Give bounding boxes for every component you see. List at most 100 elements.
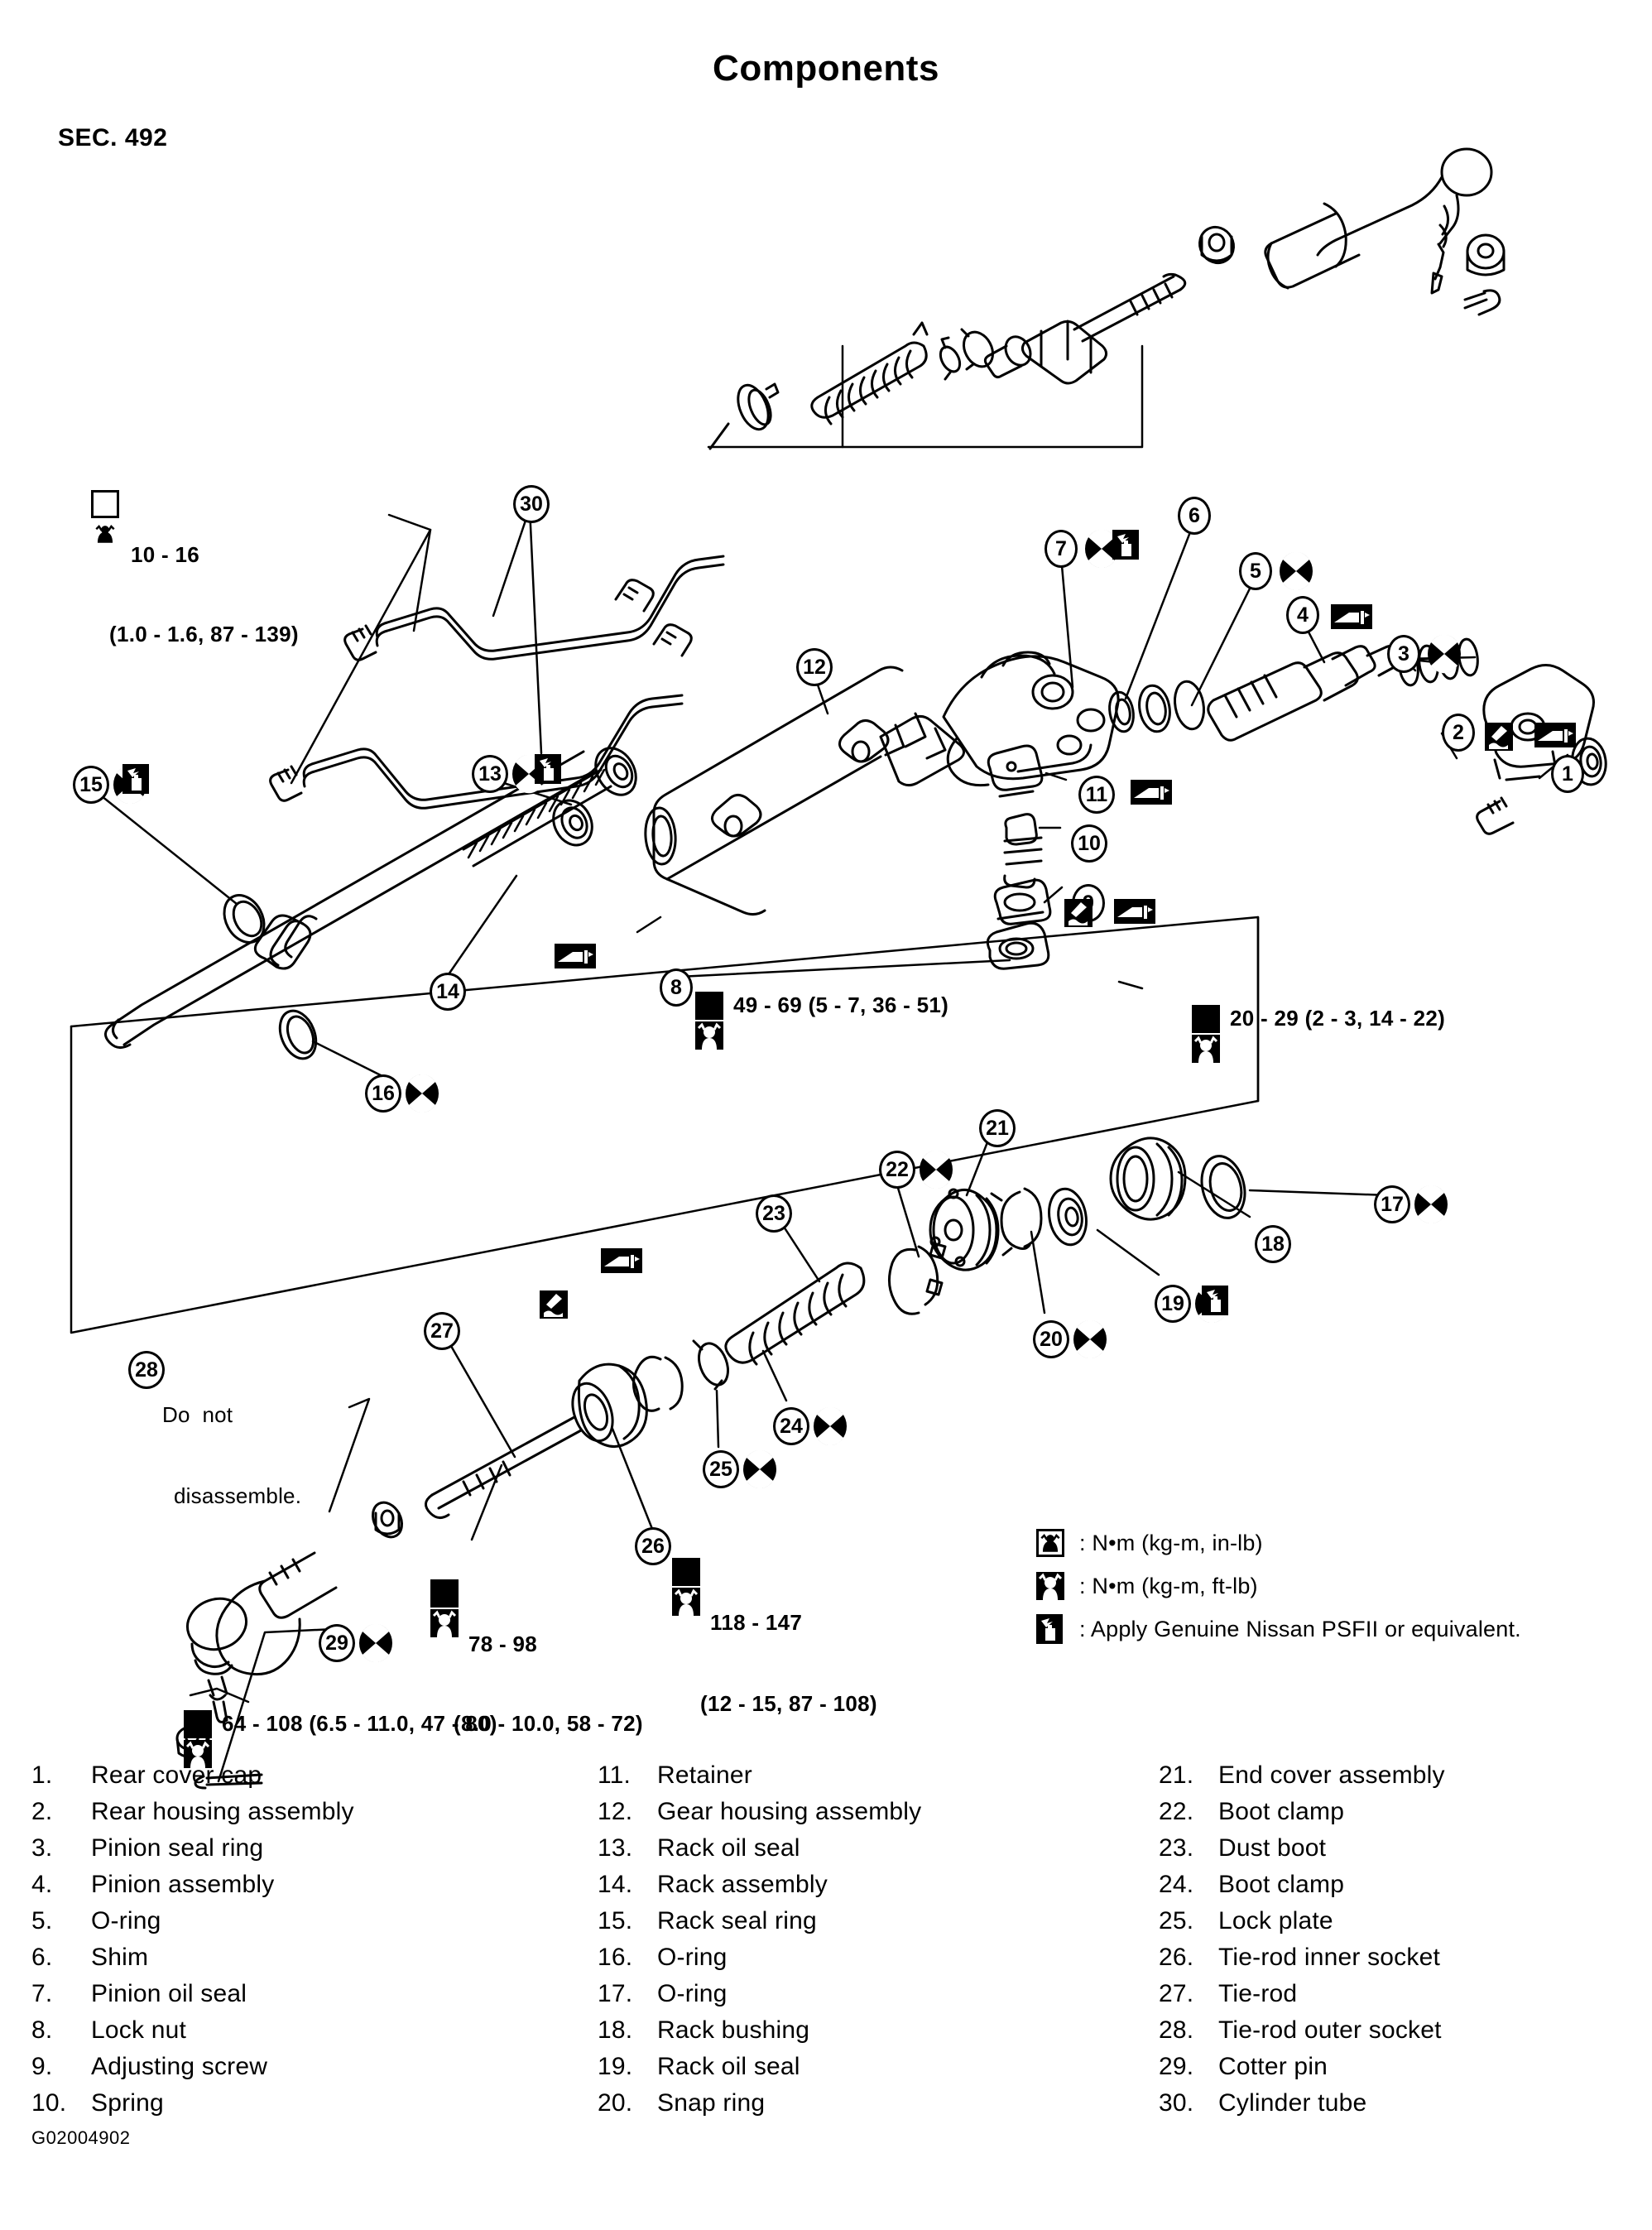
part-row: 23.Dust boot xyxy=(1159,1834,1639,1871)
part-name: Pinion oil seal xyxy=(91,1980,247,2007)
part-number: 30. xyxy=(1159,2089,1194,2117)
boot-clamp-top xyxy=(737,382,780,431)
spec-line-2: (1.0 - 1.6, 87 - 139) xyxy=(109,621,299,646)
torque-spec-ball-joint: 64 - 108 (6.5 - 11.0, 47 - 80) xyxy=(184,1680,497,1768)
o-ring-16-part xyxy=(278,1009,318,1060)
part-name: Tie-rod xyxy=(1218,1980,1298,2007)
part-row: 25.Lock plate xyxy=(1159,1907,1639,1944)
part-number: 29. xyxy=(1159,2053,1194,2080)
part-number: 3. xyxy=(31,1834,53,1862)
part-name: Rear housing assembly xyxy=(91,1798,354,1825)
callout-16: 16 xyxy=(365,1074,401,1113)
replace-part-x-icon xyxy=(1084,529,1119,569)
callout-2: 2 xyxy=(1442,714,1475,752)
part-row: 27. Tie-rod xyxy=(1159,1980,1639,2016)
part-name: Rack seal ring xyxy=(657,1907,817,1934)
oil-apply-icon xyxy=(1187,1271,1228,1330)
tie-rod-outer-socket-top xyxy=(1264,147,1493,295)
rack-seal-ring-part xyxy=(223,894,266,944)
legend-row-ftlb: : N•m (kg-m, ft-lb) xyxy=(1036,1564,1649,1608)
oil-apply-icon xyxy=(520,739,561,799)
tie-rod-shaft-top xyxy=(1073,225,1235,343)
part-row: 11.Retainer xyxy=(598,1761,1127,1798)
callout-23: 23 xyxy=(756,1194,792,1233)
spec-line-1: 20 - 29 (2 - 3, 14 - 22) xyxy=(1230,1006,1446,1031)
part-number: 13. xyxy=(598,1834,633,1862)
spec-line-1: 64 - 108 (6.5 - 11.0, 47 - 80) xyxy=(222,1711,497,1737)
legend-text: : Apply Genuine Nissan PSFII or equivale… xyxy=(1079,1616,1521,1641)
part-row: 14.Rack assembly xyxy=(598,1871,1127,1907)
part-name: Snap ring xyxy=(657,2089,766,2117)
torque-spec-hose-fitting: 10 - 16 (1.0 - 1.6, 87 - 139) xyxy=(91,460,299,730)
press-tool-icon xyxy=(540,929,596,983)
callout-30: 30 xyxy=(513,485,550,523)
part-number: 12. xyxy=(598,1798,633,1825)
part-name: Rack oil seal xyxy=(657,1834,800,1862)
legend: : N•m (kg-m, in-lb) : N•m (kg-m, ft-lb) xyxy=(1036,1521,1649,1651)
torque-wrench-ftlb-icon xyxy=(1192,1005,1220,1063)
part-name: Shim xyxy=(91,1944,149,1971)
callout-10: 10 xyxy=(1071,824,1107,863)
replace-part-x-icon xyxy=(813,1406,848,1446)
callout-25: 25 xyxy=(703,1450,739,1488)
callout-4: 4 xyxy=(1286,596,1319,634)
replace-part-x-icon xyxy=(1073,1319,1107,1359)
callout-21: 21 xyxy=(979,1109,1016,1147)
part-row: 3.Pinion seal ring xyxy=(31,1834,561,1871)
part-row: 24.Boot clamp xyxy=(1159,1871,1639,1907)
part-number: 22. xyxy=(1159,1798,1194,1825)
torque-spec-end-cover: 20 - 29 (2 - 3, 14 - 22) xyxy=(1192,975,1445,1063)
callout-15: 15 xyxy=(73,766,109,804)
part-number: 4. xyxy=(31,1871,53,1898)
callout-26: 26 xyxy=(635,1527,671,1565)
press-tool-icon xyxy=(1099,884,1155,939)
part-number: 2. xyxy=(31,1798,53,1825)
callout-18: 18 xyxy=(1255,1225,1291,1263)
snap-ring-top xyxy=(939,328,995,381)
press-tool-icon xyxy=(1316,589,1372,644)
torque-spec-lock-nut: 49 - 69 (5 - 7, 36 - 51) xyxy=(695,962,948,1050)
replace-part-x-icon xyxy=(742,1449,777,1489)
part-name: Pinion assembly xyxy=(91,1871,275,1898)
part-row: 4. Pinion assembly xyxy=(31,1871,561,1907)
replace-part-x-icon xyxy=(1414,1185,1448,1224)
part-name: Cotter pin xyxy=(1218,2053,1328,2080)
part-name: Cylinder tube xyxy=(1218,2089,1367,2117)
part-number: 27. xyxy=(1159,1980,1194,2007)
part-number: 23. xyxy=(1159,1834,1194,1862)
part-number: 5. xyxy=(31,1907,53,1934)
callout-6: 6 xyxy=(1178,497,1211,535)
torque-wrench-inlb-icon xyxy=(1036,1529,1079,1557)
note-line-1: Do not xyxy=(162,1402,233,1427)
part-number: 26. xyxy=(1159,1944,1194,1971)
part-row: 12.Gear housing assembly xyxy=(598,1798,1127,1834)
part-row: 20.Snap ring xyxy=(598,2089,1127,2126)
spec-line-1: 118 - 147 xyxy=(710,1610,803,1636)
part-name: O-ring xyxy=(91,1907,161,1934)
note-line-2: disassemble. xyxy=(174,1483,302,1508)
part-name: Rear cover cap xyxy=(91,1761,262,1789)
callout-17: 17 xyxy=(1374,1185,1410,1223)
callout-20: 20 xyxy=(1033,1320,1069,1358)
tie-rod-lower-assembly xyxy=(175,1363,648,1790)
replace-part-x-icon xyxy=(1427,634,1462,674)
replace-part-x-icon xyxy=(405,1074,439,1113)
part-number: 25. xyxy=(1159,1907,1194,1934)
callout-24: 24 xyxy=(773,1407,809,1445)
oil-apply-icon xyxy=(108,749,149,809)
part-name: Spring xyxy=(91,2089,164,2117)
callout-1: 1 xyxy=(1551,755,1584,793)
part-number: 9. xyxy=(31,2053,53,2080)
torque-wrench-ftlb-icon xyxy=(1036,1572,1079,1600)
part-number: 14. xyxy=(598,1871,633,1898)
cylinder-tube-pipes xyxy=(269,555,725,810)
part-number: 16. xyxy=(598,1944,633,1971)
part-name: Adjusting screw xyxy=(91,2053,268,2080)
replace-part-x-icon xyxy=(919,1150,953,1189)
part-row: 9. Adjusting screw xyxy=(31,2053,561,2089)
part-number: 15. xyxy=(598,1907,633,1934)
figure-code: G02004902 xyxy=(31,2127,131,2148)
spec-line-1: 49 - 69 (5 - 7, 36 - 51) xyxy=(733,992,949,1018)
